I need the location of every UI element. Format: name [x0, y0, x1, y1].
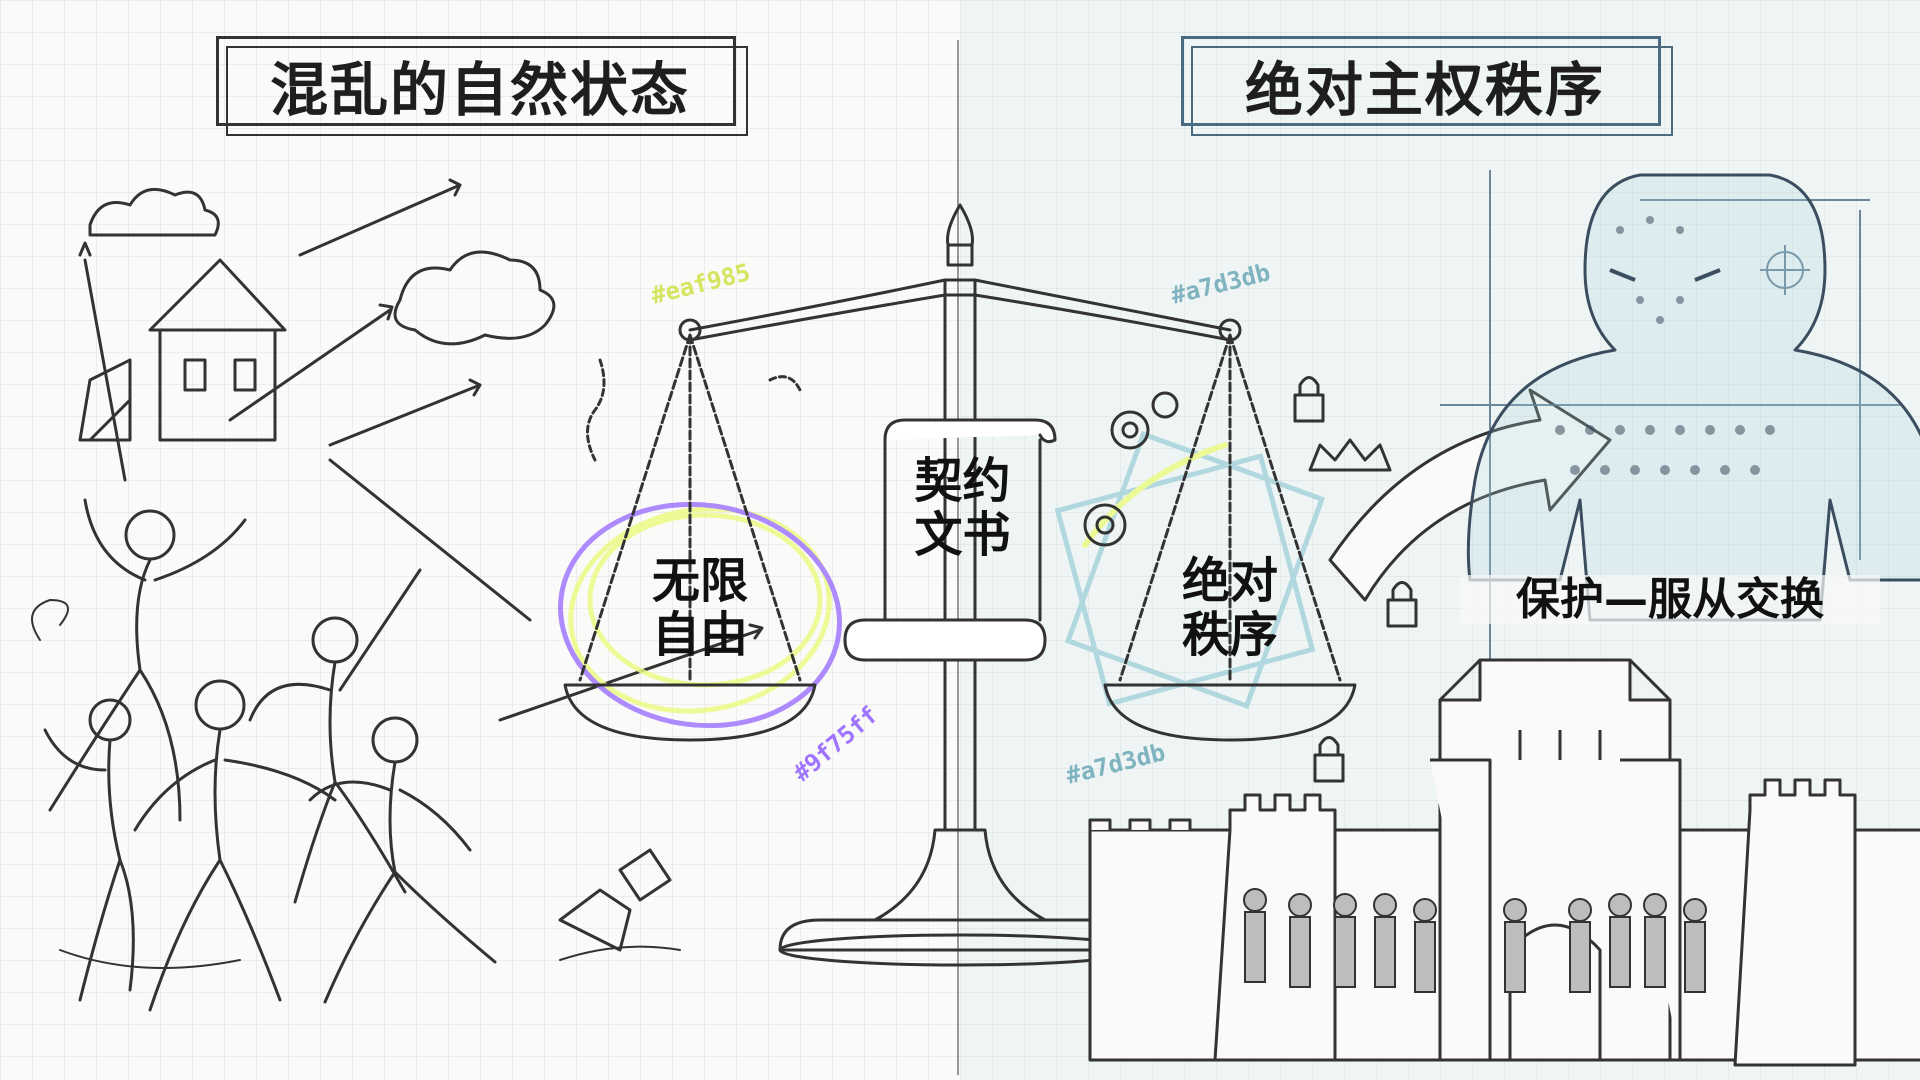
- label-freedom: 无限 自由: [615, 553, 785, 663]
- person-figure: [1333, 893, 1357, 988]
- label-contract-line1: 契约: [914, 453, 1011, 509]
- person-figure: [1288, 893, 1312, 988]
- person-figure: [1373, 893, 1397, 988]
- dust-swirl: [31, 599, 69, 641]
- citizen-pattern: [1555, 216, 1775, 475]
- scale-beam: [688, 278, 1232, 342]
- label-freedom-line1: 无限: [651, 553, 748, 609]
- label-freedom-line2: 自由: [651, 606, 748, 663]
- right-pan: [1103, 683, 1357, 742]
- cloud-sketch: [88, 187, 220, 237]
- spear: [328, 458, 532, 622]
- person-figure: [1503, 898, 1527, 993]
- right-chains: [1118, 333, 1342, 682]
- flying-arrow: [328, 378, 482, 447]
- warrior-figure: [43, 698, 135, 1002]
- castle-tower-right: [1733, 778, 1857, 1067]
- spear: [78, 241, 127, 482]
- person-figure: [1243, 888, 1267, 983]
- title-chaos-text: 混乱的自然状态: [269, 56, 690, 124]
- gear-icon: [1083, 503, 1127, 547]
- left-chains: [578, 333, 802, 682]
- flying-arrow: [298, 178, 462, 257]
- label-order: 绝对 秩序: [1145, 553, 1315, 663]
- person-figure: [1608, 893, 1632, 988]
- broken-chain: [768, 375, 802, 392]
- label-contract: 契约 文书: [885, 453, 1040, 563]
- lock-icon: [1293, 376, 1325, 423]
- lock-icon: [1386, 581, 1418, 628]
- gear-icon: [1110, 410, 1150, 450]
- label-order-line2: 秩序: [1181, 606, 1278, 663]
- title-sovereign-text: 绝对主权秩序: [1244, 56, 1605, 124]
- castle: [1088, 658, 1920, 1067]
- left-pan: [563, 683, 817, 742]
- order-frame-blue: [1064, 430, 1326, 710]
- castle-tower-left: [1213, 793, 1337, 1062]
- gear-icon: [1151, 391, 1179, 419]
- person-figure: [1413, 898, 1437, 993]
- contract-scroll: [843, 418, 1057, 662]
- chaos-scene: [31, 178, 764, 1012]
- dust-swirl: [59, 949, 241, 969]
- person-figure: [1643, 893, 1667, 988]
- broken-chain: [586, 358, 606, 462]
- label-exchange: 保护—服从交换: [1460, 574, 1880, 625]
- label-order-line1: 绝对: [1181, 553, 1278, 609]
- leviathan-giant: [1466, 173, 1920, 622]
- lock-icon: [1313, 736, 1345, 783]
- storm-cloud-sketch: [393, 250, 556, 346]
- label-contract-line2: 文书: [914, 506, 1011, 563]
- spear: [498, 623, 764, 722]
- warrior-figure: [133, 679, 337, 1012]
- person-figure: [1683, 898, 1707, 993]
- label-exchange-text: 保护—服从交换: [1516, 574, 1824, 625]
- flying-arrow: [228, 303, 394, 422]
- exchange-arrow: [1328, 388, 1612, 602]
- crowd: [1243, 888, 1707, 993]
- crown-icon: [1308, 438, 1392, 472]
- person-figure: [1568, 898, 1592, 993]
- warrior-figure: [48, 498, 247, 822]
- ruined-tower: [78, 258, 287, 442]
- warrior-figure: [248, 568, 422, 904]
- freedom-swirl-purple: [558, 501, 842, 729]
- rubble: [558, 848, 672, 952]
- warrior-figure: [308, 716, 497, 1004]
